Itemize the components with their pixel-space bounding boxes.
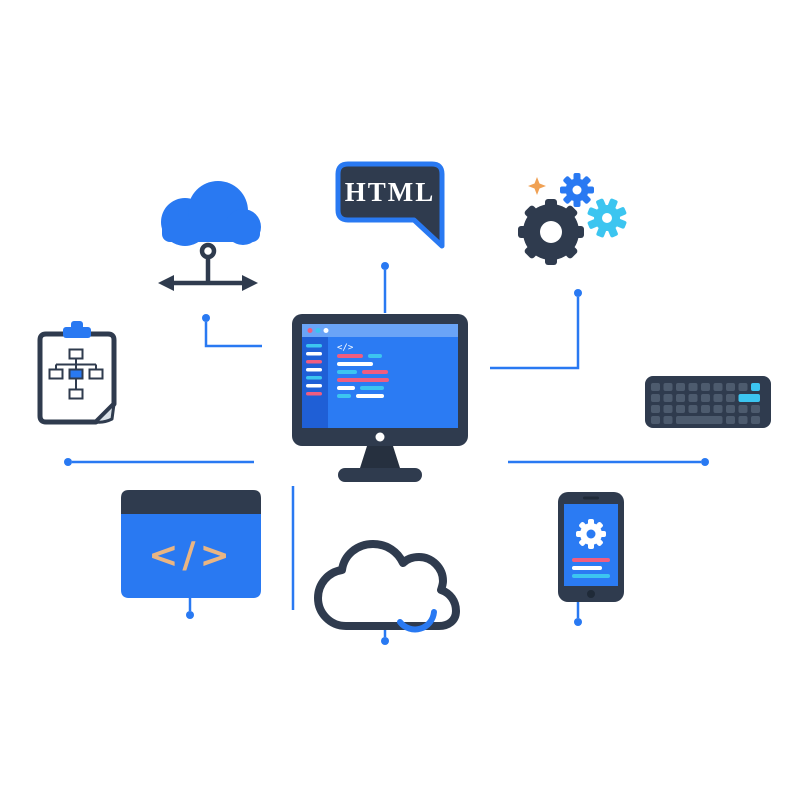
phone-home-button	[587, 590, 595, 598]
code-window-body	[121, 514, 261, 598]
editor-titlebar	[302, 324, 458, 337]
code-lines	[337, 354, 389, 398]
monitor-button	[375, 432, 385, 442]
gear-small-blue	[560, 173, 594, 207]
bubble-body	[335, 161, 445, 249]
phone-gear-icon	[576, 519, 606, 549]
gear-medium-cyan	[587, 198, 627, 238]
phone-speaker	[583, 496, 599, 500]
folded-corner	[94, 402, 116, 424]
code-window-icon: </>	[121, 490, 261, 598]
smartphone-icon	[558, 492, 624, 602]
monitor-neck	[360, 446, 400, 468]
cloud-outline-icon	[314, 540, 460, 633]
code-window-glyph: </>	[148, 535, 233, 576]
bubble-label: HTML	[345, 177, 436, 207]
cloud-shape	[161, 181, 261, 246]
gears-icon	[518, 173, 627, 265]
connector-lines	[64, 262, 709, 645]
keyboard-keys	[651, 383, 760, 424]
clipboard-flowchart-icon	[37, 321, 117, 425]
network-arrows	[158, 242, 258, 291]
phone-text-lines	[572, 558, 610, 578]
gear-large-dark	[518, 199, 584, 265]
clip	[63, 327, 91, 338]
cloud-swoosh	[397, 609, 437, 633]
monitor-base	[338, 468, 422, 482]
flowchart	[48, 348, 104, 400]
keyboard-icon	[645, 376, 771, 428]
cloud-outline-shape	[314, 540, 460, 630]
titlebar-dots	[307, 328, 329, 333]
cloud-network-icon	[158, 181, 261, 291]
sparkle-icon	[528, 177, 546, 195]
code-window-header	[121, 490, 261, 514]
sidebar-lines	[306, 344, 322, 396]
editor-sidebar	[302, 337, 328, 428]
html-speech-bubble: HTML	[335, 161, 445, 249]
monitor-code-editor: </>	[292, 314, 468, 482]
screen-code-glyph: </>	[337, 343, 354, 353]
